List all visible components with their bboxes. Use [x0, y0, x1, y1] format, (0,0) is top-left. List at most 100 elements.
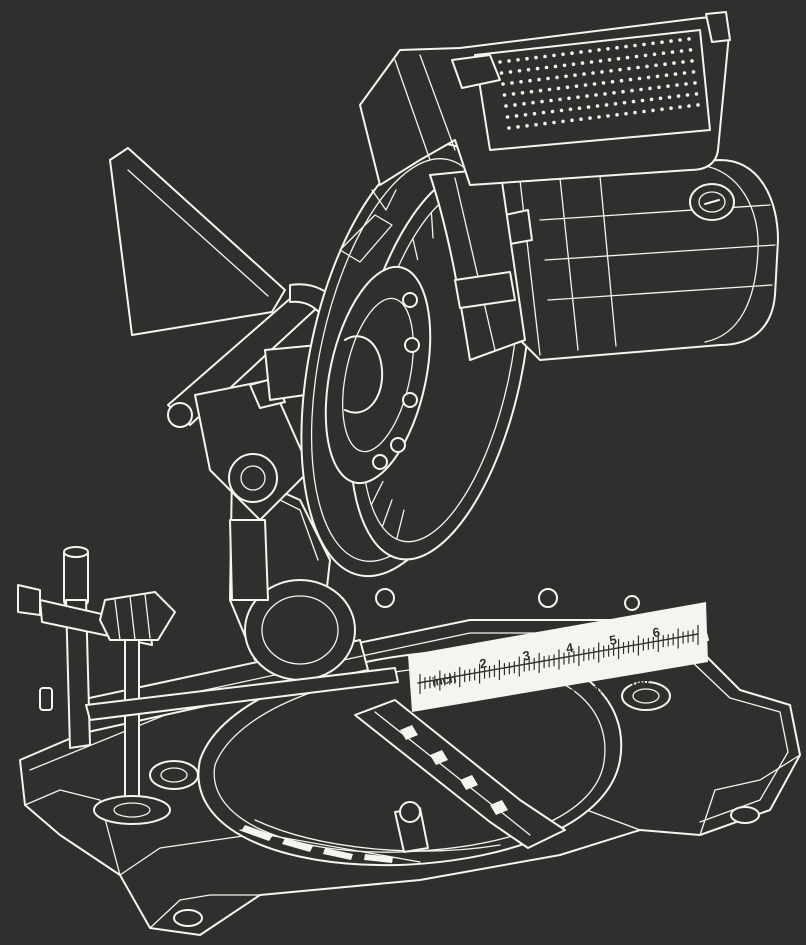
grip-dot — [522, 102, 526, 106]
grip-dot — [558, 97, 562, 102]
grip-dot — [543, 121, 547, 126]
fence-bolts — [375, 588, 640, 611]
grip-dot — [559, 108, 564, 113]
grip-dot — [636, 65, 640, 70]
grip-dot — [535, 66, 540, 71]
grip-dot — [555, 75, 559, 80]
inch-mark-3: 3 — [521, 648, 531, 664]
grip-dot — [637, 76, 642, 81]
grip-dot — [532, 111, 537, 116]
blade-arbor — [324, 189, 432, 485]
grip-dot — [673, 72, 678, 76]
grip-dot — [526, 67, 531, 72]
motor-housing — [469, 159, 779, 361]
grip-dot — [538, 88, 543, 93]
grip-dot — [520, 91, 525, 95]
grip-dot — [589, 60, 594, 64]
grip-dot — [645, 64, 649, 69]
mm-mark-40: 40 — [459, 705, 475, 721]
grip-dot — [517, 69, 522, 73]
grip-dot — [553, 64, 558, 69]
grip-dot — [624, 44, 628, 49]
grip-dot — [604, 103, 609, 107]
grip-dot — [543, 54, 547, 59]
grip-dot — [597, 48, 601, 52]
grip-dot — [529, 89, 534, 94]
grip-dot — [612, 91, 616, 95]
grip-dot — [664, 73, 669, 77]
grip-dot — [679, 49, 684, 53]
grip-dot — [552, 120, 556, 125]
grip-dot — [552, 53, 556, 58]
grip-dot — [669, 39, 673, 43]
grip-dot — [510, 81, 514, 85]
grip-dot — [525, 124, 529, 128]
mounting-holes — [149, 681, 760, 927]
grip-dot — [568, 107, 573, 112]
grip-dot — [606, 47, 610, 51]
grip-dot — [676, 94, 681, 98]
grip-dot — [643, 53, 648, 58]
grip-dot — [667, 95, 672, 99]
grip-dot — [534, 122, 538, 127]
handle-grip-texture — [498, 37, 700, 130]
scale-ticks — [419, 625, 699, 694]
grip-dot — [655, 74, 660, 79]
grip-dot — [571, 62, 576, 66]
grip-dot — [586, 105, 591, 109]
mm-mark-100: 100 — [554, 686, 577, 703]
grip-dot — [642, 109, 646, 114]
grip-dot — [505, 115, 510, 119]
grip-dot — [598, 59, 603, 63]
grip-dot — [648, 86, 652, 91]
grip-dot — [585, 94, 589, 98]
mm-mark-140: 140 — [628, 673, 651, 690]
grip-dot — [561, 119, 565, 124]
grip-dot — [658, 96, 663, 101]
inch-mark-4: 4 — [565, 640, 576, 656]
grip-dot — [523, 113, 528, 117]
grip-dot — [657, 85, 661, 90]
grip-dot — [613, 102, 618, 106]
grip-dot — [615, 113, 619, 117]
grip-dot — [670, 50, 675, 54]
grip-dot — [615, 45, 619, 50]
bevel-arm — [229, 469, 356, 681]
grip-dot — [588, 49, 592, 53]
grip-dot — [567, 96, 571, 101]
grip-dot — [588, 116, 592, 120]
grip-dot — [640, 98, 645, 103]
grip-dot — [501, 82, 505, 86]
grip-dot — [663, 62, 667, 66]
table-insert — [354, 699, 566, 849]
grip-dot — [570, 51, 574, 55]
blade-rib — [396, 509, 405, 540]
grip-dot — [541, 110, 546, 115]
grip-dot — [579, 50, 583, 54]
blade-rib — [381, 499, 393, 528]
grip-dot — [633, 110, 637, 115]
grip-dot — [531, 100, 535, 105]
lower-blade-guard — [109, 147, 286, 336]
grip-dot — [649, 97, 654, 102]
grip-dot — [556, 86, 561, 91]
grip-dot — [603, 92, 607, 96]
grip-dot — [688, 48, 693, 52]
grip-dot — [672, 61, 676, 65]
grip-dot — [681, 60, 685, 64]
grip-dot — [579, 117, 583, 121]
grip-dot — [661, 51, 666, 55]
handle — [359, 11, 731, 186]
miter-scale — [239, 825, 421, 863]
grip-dot — [564, 74, 568, 79]
grip-dot — [525, 56, 529, 61]
grip-dot — [513, 103, 517, 107]
grip-dot — [570, 118, 574, 123]
grip-dot — [687, 104, 691, 108]
grip-dot — [607, 58, 612, 62]
grip-dot — [654, 63, 658, 68]
grip-dot — [591, 71, 595, 75]
grip-dot — [546, 76, 550, 81]
inch-unit-label: inch — [431, 671, 458, 689]
